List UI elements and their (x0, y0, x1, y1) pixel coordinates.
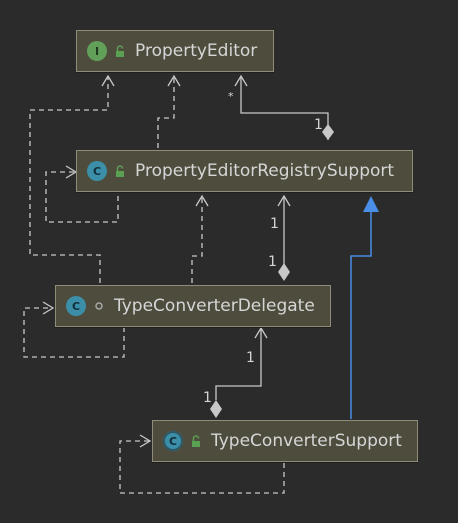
multiplicity-label: * (228, 90, 234, 103)
dependency-registry-to-property-editor (157, 76, 175, 148)
self-dependency-registry (45, 171, 119, 223)
composition-diamond-support (210, 400, 222, 418)
node-name: PropertyEditorRegistrySupport (135, 161, 395, 181)
class-icon: C (66, 296, 86, 316)
node-name: PropertyEditor (135, 41, 258, 61)
public-visibility-icon (113, 164, 127, 178)
interface-icon: I (87, 41, 107, 61)
inheritance-support-to-registry (350, 212, 372, 419)
multiplicity-label: 1 (203, 390, 212, 406)
node-name: TypeConverterSupport (211, 431, 402, 451)
association-support-to-delegate (215, 328, 262, 400)
node-property-editor-registry-support[interactable]: C PropertyEditorRegistrySupport (76, 150, 413, 192)
node-type-converter-delegate[interactable]: C TypeConverterDelegate (55, 285, 331, 327)
dependency-delegate-to-property-editor (29, 76, 109, 283)
composition-diamond-delegate (278, 263, 290, 281)
self-dependency-support (119, 440, 285, 494)
multiplicity-label: 1 (268, 254, 277, 270)
class-icon: C (87, 161, 107, 181)
multiplicity-label: 1 (270, 216, 279, 232)
node-property-editor[interactable]: I PropertyEditor (76, 30, 274, 72)
multiplicity-label: 1 (246, 350, 255, 366)
node-type-converter-support[interactable]: C TypeConverterSupport (152, 420, 418, 462)
node-name: TypeConverterDelegate (114, 296, 315, 316)
public-visibility-icon (189, 434, 203, 448)
composition-diamond-registry (322, 124, 334, 140)
abstract-class-icon: C (163, 431, 183, 451)
package-visibility-icon (92, 299, 106, 313)
multiplicity-label: 1 (314, 117, 323, 133)
dependency-delegate-to-registry (191, 196, 203, 283)
inheritance-arrowhead (363, 196, 379, 212)
self-dependency-delegate (23, 307, 125, 358)
public-visibility-icon (113, 44, 127, 58)
